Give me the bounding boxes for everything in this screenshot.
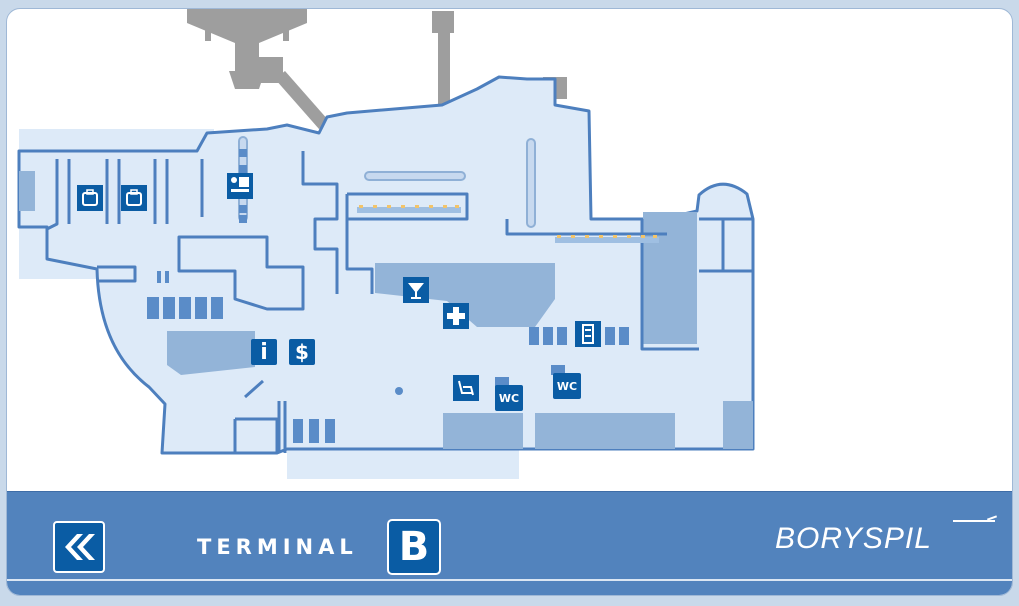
info-icon[interactable]: i (251, 339, 277, 365)
back-double-chevron-icon (65, 534, 95, 560)
lounge-seat-icon[interactable] (453, 375, 479, 401)
footer-divider (7, 579, 1012, 581)
bar-cocktail-icon[interactable] (403, 277, 429, 303)
terminal-label: TERMINAL (197, 535, 358, 559)
first-aid-icon[interactable] (443, 303, 469, 329)
light-strips (357, 205, 659, 243)
interior-walls (46, 151, 753, 453)
back-button[interactable] (53, 521, 105, 573)
airplane-icon (187, 9, 307, 89)
terminal-map-card: i $ WC WC TERMINAL B BORYSPIL (6, 8, 1013, 596)
logo-plane-mark (953, 520, 995, 522)
airport-logo: BORYSPIL (775, 520, 995, 556)
seating-rows (147, 149, 629, 443)
baggage-claim-icon[interactable] (77, 185, 103, 211)
restricted-zones (19, 171, 753, 449)
baggage-claim-icon[interactable] (121, 185, 147, 211)
wc-icon[interactable]: WC (553, 373, 581, 399)
terminal-letter-badge: B (387, 519, 441, 575)
wc-icon[interactable]: WC (495, 385, 523, 411)
elevator-icon[interactable] (575, 321, 601, 347)
check-in-desk-icon[interactable] (227, 173, 253, 199)
footer-bar: TERMINAL B BORYSPIL (7, 491, 1012, 595)
currency-exchange-icon[interactable]: $ (289, 339, 315, 365)
terminal-floor-plan (17, 9, 755, 479)
airport-logo-text: BORYSPIL (775, 522, 932, 555)
jet-bridges (257, 11, 567, 129)
